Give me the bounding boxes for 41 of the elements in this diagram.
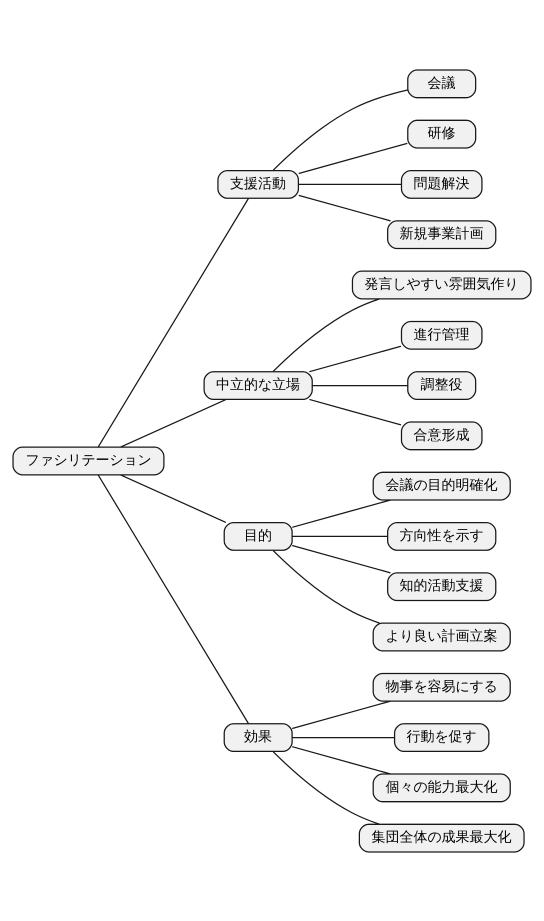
node-box: 研修 <box>407 119 476 148</box>
connector <box>272 750 380 824</box>
node-box: 物事を容易にする <box>372 672 511 702</box>
connector <box>98 198 249 447</box>
connector <box>292 700 391 729</box>
node-box: 調整役 <box>407 370 476 400</box>
node-box: 会議の目的明確化 <box>372 471 511 500</box>
node-box: 効果 <box>224 722 293 752</box>
connector <box>298 183 402 185</box>
node-box: 発言しやすい雰囲気作り <box>352 270 532 299</box>
node-box: 目的 <box>224 521 293 550</box>
connector <box>312 384 408 386</box>
connector <box>292 736 394 738</box>
node-box: 支援活動 <box>217 169 300 198</box>
connector <box>120 474 226 522</box>
connector <box>298 142 408 174</box>
node-box: 中立的な立場 <box>203 370 313 400</box>
node-box: 知的活動支援 <box>387 572 496 601</box>
node-box: 集団全体の成果最大化 <box>358 823 525 852</box>
node-box: 会議 <box>407 68 476 98</box>
connector <box>292 535 388 537</box>
connector <box>292 498 391 528</box>
connector <box>120 398 226 448</box>
connector <box>292 746 391 774</box>
node-box: 新規事業計画 <box>387 220 496 249</box>
node-box: 進行管理 <box>400 320 483 350</box>
node-box: 個々の能力最大化 <box>372 772 511 802</box>
node-box: 行動を促す <box>394 722 490 752</box>
node-box: ファシリテーション <box>12 446 165 475</box>
connector <box>292 544 391 573</box>
connector <box>272 88 408 170</box>
connector <box>309 345 402 372</box>
connector <box>272 298 380 372</box>
node-box: 合意形成 <box>400 420 483 450</box>
node-box: 方向性を示す <box>387 521 496 550</box>
connector <box>272 550 380 624</box>
connector <box>98 474 249 724</box>
connector <box>298 194 391 221</box>
node-box: 問題解決 <box>400 169 483 198</box>
connector <box>309 398 402 425</box>
node-box: より良い計画立案 <box>372 622 511 651</box>
